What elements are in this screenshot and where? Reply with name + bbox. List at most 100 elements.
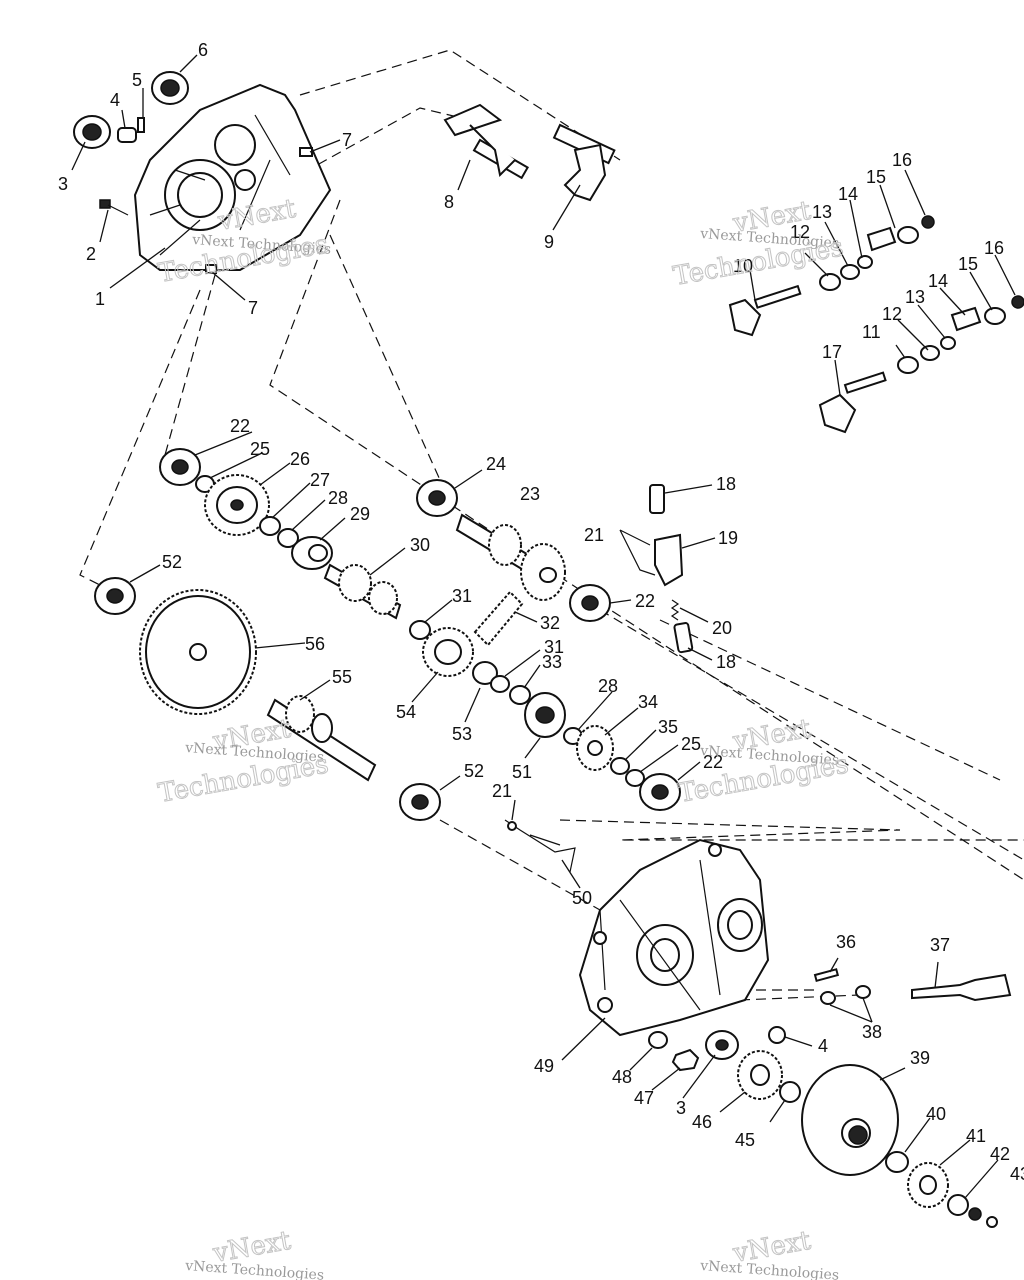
pin-36 bbox=[813, 968, 840, 983]
label-part-51: 51 bbox=[512, 762, 532, 782]
bushing-4 bbox=[117, 127, 137, 143]
label-part-12-low: 12 bbox=[882, 304, 902, 324]
assembly-guide-lines bbox=[79, 49, 1024, 1001]
part-labels: 1 2 3 4 5 6 7 7 8 9 10 11 12 12 13 13 14… bbox=[58, 40, 1024, 1184]
label-part-48: 48 bbox=[612, 1067, 632, 1087]
washer-28-top bbox=[277, 528, 299, 548]
nut-43 bbox=[968, 1207, 998, 1228]
countershaft-23 bbox=[455, 513, 566, 601]
label-part-16-top: 16 bbox=[892, 150, 912, 170]
label-part-21-low: 21 bbox=[492, 781, 512, 801]
watermark-bottom-left: vNext vNext Technologies bbox=[184, 1225, 325, 1280]
label-part-36: 36 bbox=[836, 932, 856, 952]
transmission-cover bbox=[133, 83, 332, 271]
label-part-53: 53 bbox=[452, 724, 472, 744]
label-part-28-top: 28 bbox=[328, 488, 348, 508]
gear-26 bbox=[204, 474, 270, 536]
washer-27 bbox=[259, 516, 281, 536]
label-part-18-low: 18 bbox=[716, 652, 736, 672]
label-part-28-low: 28 bbox=[598, 676, 618, 696]
bearing-52-low bbox=[399, 783, 441, 821]
clip-45 bbox=[779, 1081, 801, 1103]
shift-shaft-10-washers bbox=[819, 215, 935, 291]
linkage-50 bbox=[504, 819, 576, 873]
label-part-50: 50 bbox=[572, 888, 592, 908]
shaft-30 bbox=[323, 563, 402, 620]
label-part-20: 20 bbox=[712, 618, 732, 638]
label-part-4: 4 bbox=[110, 90, 120, 110]
label-part-3: 3 bbox=[58, 174, 68, 194]
washer-35 bbox=[610, 757, 630, 775]
clip-31-top bbox=[409, 620, 431, 640]
label-part-47: 47 bbox=[634, 1088, 654, 1108]
label-part-19: 19 bbox=[718, 528, 738, 548]
gear-34 bbox=[576, 725, 614, 771]
label-part-15-top: 15 bbox=[866, 167, 886, 187]
label-part-35: 35 bbox=[658, 717, 678, 737]
label-part-12-top: 12 bbox=[790, 222, 810, 242]
bearing-52-top bbox=[94, 577, 136, 615]
bearing-24 bbox=[416, 479, 458, 517]
detent-assembly bbox=[619, 484, 694, 654]
label-part-22-b: 22 bbox=[635, 591, 655, 611]
label-part-5: 5 bbox=[132, 70, 142, 90]
shift-shaft-17 bbox=[818, 371, 887, 434]
washer-42 bbox=[947, 1194, 969, 1216]
label-part-26: 26 bbox=[290, 449, 310, 469]
label-part-7-low: 7 bbox=[248, 298, 258, 318]
label-part-10: 10 bbox=[733, 256, 753, 276]
label-part-14-top: 14 bbox=[838, 184, 858, 204]
label-part-22-c: 22 bbox=[703, 752, 723, 772]
shift-fork-9 bbox=[552, 123, 616, 202]
label-part-22-a: 22 bbox=[230, 416, 250, 436]
label-part-32: 32 bbox=[540, 613, 560, 633]
label-part-46: 46 bbox=[692, 1112, 712, 1132]
bolt-2 bbox=[99, 199, 129, 216]
label-part-45: 45 bbox=[735, 1130, 755, 1150]
label-part-9: 9 bbox=[544, 232, 554, 252]
seal-3 bbox=[73, 115, 111, 149]
label-part-42: 42 bbox=[990, 1144, 1010, 1164]
label-part-55: 55 bbox=[332, 667, 352, 687]
shift-shaft-10 bbox=[728, 284, 802, 337]
bearing-22-top bbox=[159, 448, 201, 486]
label-part-16-low: 16 bbox=[984, 238, 1004, 258]
label-part-6: 6 bbox=[198, 40, 208, 60]
pin-5 bbox=[137, 117, 145, 133]
label-part-29: 29 bbox=[350, 504, 370, 524]
label-part-7-top: 7 bbox=[342, 130, 352, 150]
washer-33 bbox=[509, 685, 531, 705]
label-part-38: 38 bbox=[862, 1022, 882, 1042]
label-part-4-low: 4 bbox=[818, 1036, 828, 1056]
label-part-8: 8 bbox=[444, 192, 454, 212]
o-rings-38 bbox=[820, 985, 871, 1005]
dog-clutch-51 bbox=[524, 692, 566, 738]
label-part-43: 43 bbox=[1010, 1164, 1024, 1184]
label-part-33: 33 bbox=[542, 652, 562, 672]
label-part-21-top: 21 bbox=[584, 525, 604, 545]
seal-6 bbox=[151, 71, 189, 105]
label-part-17: 17 bbox=[822, 342, 842, 362]
label-part-52-top: 52 bbox=[162, 552, 182, 572]
plug-47 bbox=[671, 1048, 700, 1072]
label-part-52-low: 52 bbox=[464, 761, 484, 781]
label-part-37: 37 bbox=[930, 935, 950, 955]
bearing-22-mid bbox=[569, 584, 611, 622]
label-part-56: 56 bbox=[305, 634, 325, 654]
washer-25-low bbox=[625, 769, 645, 787]
shift-shaft-17-washers bbox=[897, 295, 1024, 374]
shaft-37 bbox=[911, 973, 1012, 1002]
clip-31-low bbox=[490, 675, 510, 693]
dowel-7 bbox=[205, 147, 313, 274]
label-part-13-low: 13 bbox=[905, 287, 925, 307]
label-part-24: 24 bbox=[486, 454, 506, 474]
pulley-39 bbox=[801, 1064, 899, 1176]
gear-54 bbox=[422, 627, 474, 677]
label-part-23: 23 bbox=[520, 484, 540, 504]
bushing-4-low bbox=[768, 1026, 786, 1044]
label-part-11: 11 bbox=[862, 322, 881, 342]
label-part-54: 54 bbox=[396, 702, 416, 722]
label-part-25-top: 25 bbox=[250, 439, 270, 459]
label-part-40: 40 bbox=[926, 1104, 946, 1124]
gear-56 bbox=[139, 589, 257, 715]
